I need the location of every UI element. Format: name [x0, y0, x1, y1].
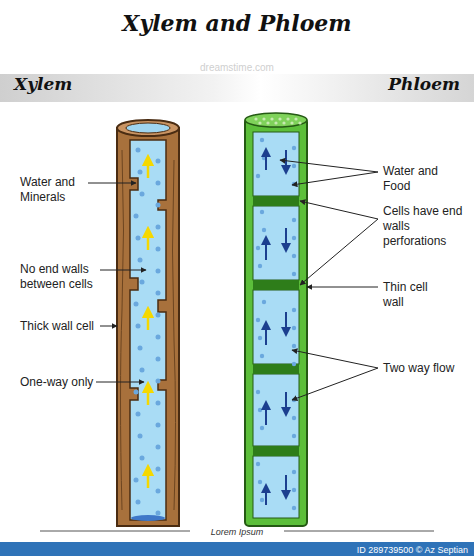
section-heading: Phloem	[340, 77, 460, 92]
callout-label: One-way only	[20, 375, 115, 390]
callout-label: Two way flow	[383, 361, 469, 376]
diagram-title: Xylem and Phloem	[0, 16, 474, 31]
callout-label: Water and Minerals	[20, 175, 88, 205]
callout-label: Thin cell wall	[383, 280, 445, 310]
callout-label: Thick wall cell	[20, 319, 115, 334]
callout-label: Water and Food	[383, 164, 463, 194]
footer-caption: Lorem Ipsum	[190, 525, 284, 540]
section-heading: Xylem	[14, 77, 134, 92]
image-id: ID 289739500 © Az Septian	[250, 543, 468, 556]
callout-label: Cells have end walls perforations	[383, 204, 463, 249]
watermark: dreamstime.com	[200, 60, 320, 75]
callout-label: No end walls between cells	[20, 262, 102, 292]
